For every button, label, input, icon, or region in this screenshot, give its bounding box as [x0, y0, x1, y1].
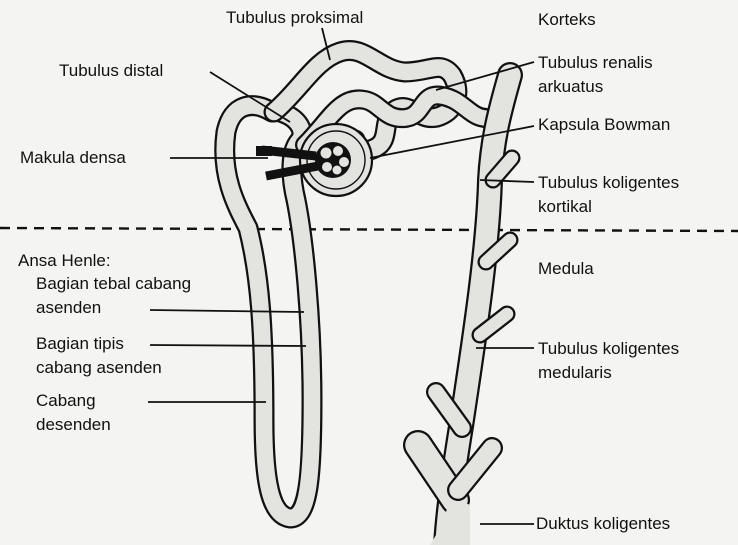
label-duktus-koligentes: Duktus koligentes [536, 513, 670, 534]
cortex-medulla-boundary [0, 228, 738, 231]
label-tubulus-renalis-arkuatus-line2: arkuatus [538, 76, 603, 97]
label-tubulus-koligentes-medularis-line1: Tubulus koligentes [538, 338, 679, 359]
label-tubulus-distal: Tubulus distal [59, 60, 163, 81]
leader-bagian-tebal [150, 310, 304, 312]
label-makula-densa: Makula densa [20, 147, 126, 168]
label-tubulus-renalis-arkuatus-line1: Tubulus renalis [538, 52, 653, 73]
label-bagian-tebal-line1: Bagian tebal cabang [36, 273, 191, 294]
label-bagian-tipis-line2: cabang asenden [36, 357, 162, 378]
glomerulus [315, 142, 351, 178]
label-cabang-desenden-line1: Cabang [36, 390, 96, 411]
label-bagian-tebal-line2: asenden [36, 297, 101, 318]
label-bagian-tipis-line1: Bagian tipis [36, 333, 124, 354]
label-cabang-desenden-line2: desenden [36, 414, 111, 435]
label-tubulus-koligentes-kortikal-line2: kortikal [538, 196, 592, 217]
label-ansa-henle: Ansa Henle: [18, 250, 111, 271]
leader-bagian-tipis [150, 345, 306, 346]
label-medula: Medula [538, 258, 594, 279]
label-korteks: Korteks [538, 9, 596, 30]
label-kapsula-bowman: Kapsula Bowman [538, 114, 670, 135]
label-tubulus-koligentes-medularis-line2: medularis [538, 362, 612, 383]
label-tubulus-proksimal: Tubulus proksimal [226, 7, 363, 28]
label-tubulus-koligentes-kortikal-line1: Tubulus koligentes [538, 172, 679, 193]
